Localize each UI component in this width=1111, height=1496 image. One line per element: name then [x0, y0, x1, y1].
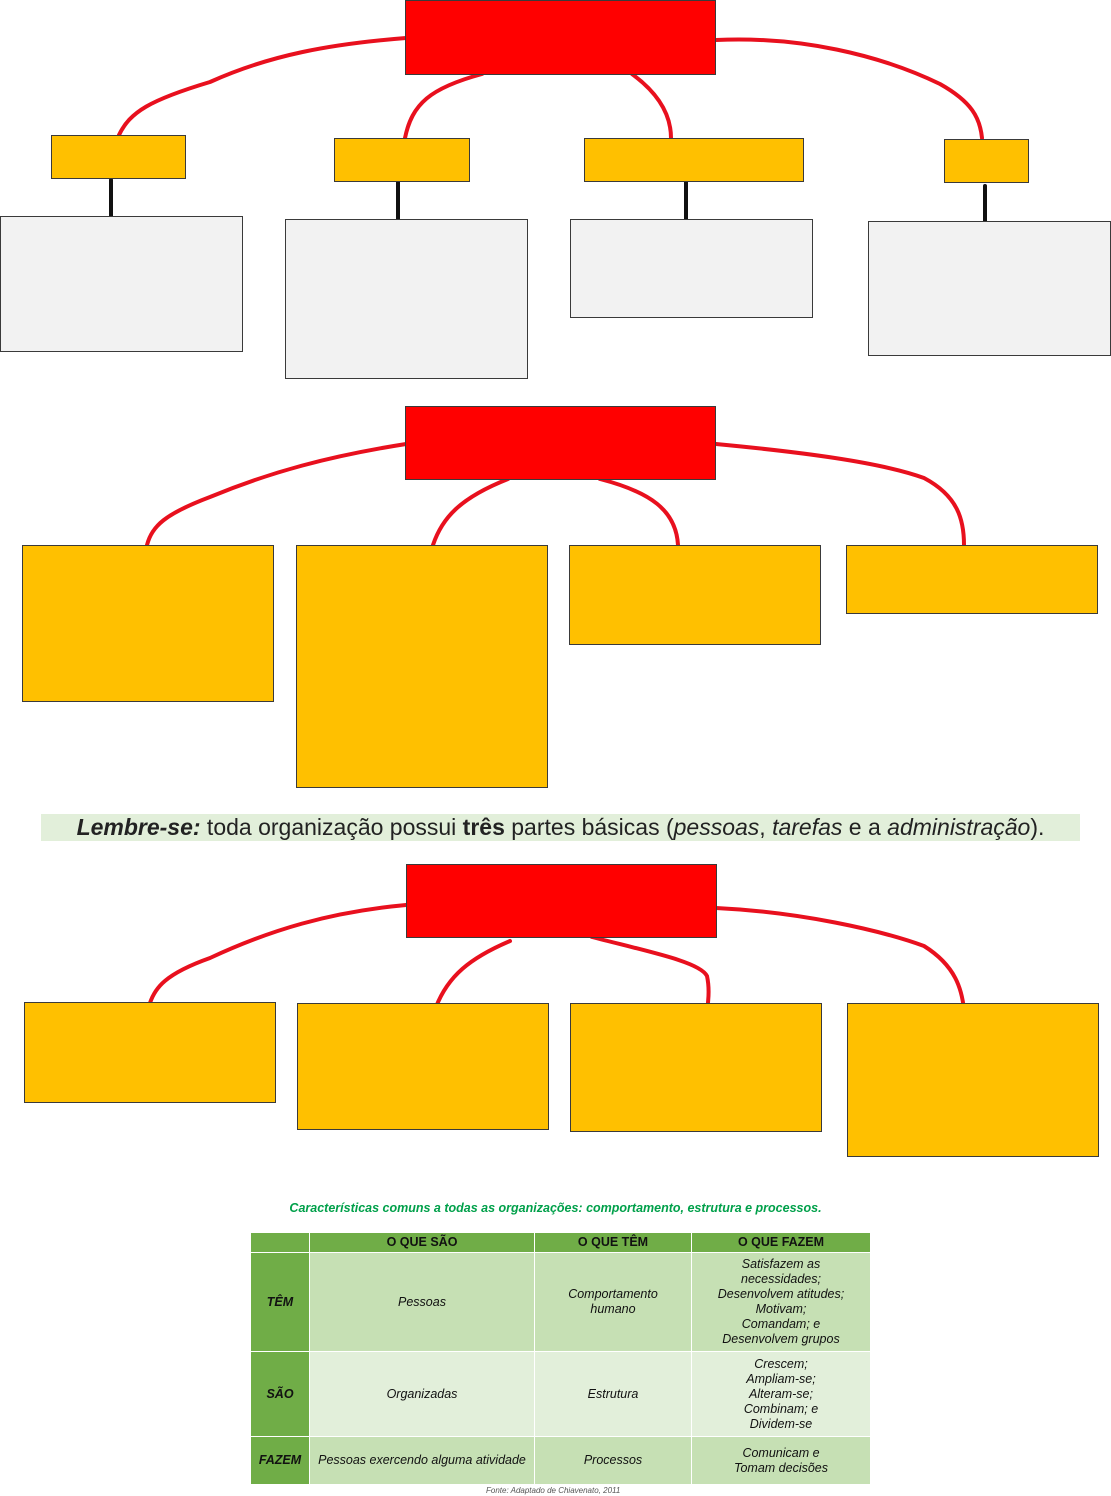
- reminder-text: ,: [759, 814, 773, 840]
- cell-line: Combinam; e: [743, 1401, 819, 1416]
- table-cell: Pessoas exercendo alguma atividade: [309, 1436, 535, 1485]
- connector-red: [403, 72, 484, 140]
- diagram-2-branch-box: [846, 545, 1098, 614]
- cell-line: Estrutura: [587, 1386, 639, 1401]
- reminder-text: e a: [842, 814, 888, 840]
- row-label: SÃO: [250, 1351, 310, 1437]
- table-cell: Satisfazem as necessidades; Desenvolvem …: [691, 1252, 871, 1352]
- diagram-3-branch-box: [24, 1002, 276, 1103]
- cell-line: Dividem-se: [749, 1416, 813, 1431]
- connector-red: [714, 37, 984, 140]
- reminder-item: administração: [887, 814, 1031, 840]
- diagram-3-branch-box: [297, 1003, 549, 1130]
- table-cell: Comunicam e Tomam decisões: [691, 1436, 871, 1485]
- diagram-3-root-box: [406, 864, 717, 938]
- cell-line: humano: [590, 1302, 636, 1316]
- cell-line: necessidades;: [741, 1272, 821, 1286]
- connector-red: [145, 442, 408, 547]
- diagram-1-detail-box: [570, 219, 813, 318]
- cell-line: Comportamento: [568, 1287, 658, 1301]
- diagram-1-branch-box: [584, 138, 804, 182]
- connector-red: [630, 72, 673, 140]
- diagram-2-branch-box: [296, 545, 548, 788]
- table-cell: Comportamento humano: [534, 1252, 692, 1352]
- diagram-1-root-box: [405, 0, 716, 75]
- reminder-text: toda organização possui: [200, 814, 463, 840]
- table-cell: Processos: [534, 1436, 692, 1485]
- cell-line: Tomam decisões: [733, 1460, 829, 1475]
- table-row: SÃO Organizadas Estrutura Crescem; Ampli…: [250, 1351, 871, 1437]
- cell-line: Desenvolvem grupos: [722, 1332, 840, 1346]
- table-cell: Crescem; Ampliam-se; Alteram-se; Combina…: [691, 1351, 871, 1437]
- table-cell: Organizadas: [309, 1351, 535, 1437]
- cell-line: Motivam;: [755, 1302, 807, 1316]
- table-row: TÊM Pessoas Comportamento humano Satisfa…: [250, 1252, 871, 1352]
- diagram-2-branch-box: [22, 545, 274, 702]
- cell-line: Comandam; e: [741, 1317, 821, 1331]
- diagram-1-detail-box: [285, 219, 528, 379]
- cell-line: Comunicam e: [742, 1445, 820, 1460]
- cell-line: Processos: [583, 1453, 643, 1467]
- table-cell: Pessoas: [309, 1252, 535, 1352]
- connector-red: [434, 939, 512, 1009]
- source-note: Fonte: Adaptado de Chiavenato, 2011: [486, 1486, 621, 1495]
- cell-line: Crescem;: [754, 1356, 808, 1371]
- row-label: TÊM: [250, 1252, 310, 1352]
- table-header-cell: O QUE SÃO: [309, 1232, 535, 1253]
- diagram-1-detail-box: [0, 216, 243, 352]
- connector-red: [598, 477, 680, 547]
- diagram-1-branch-box: [51, 135, 186, 179]
- connector-red: [590, 935, 711, 1005]
- connector-red: [148, 903, 408, 1005]
- table-header-cell: O QUE FAZEM: [691, 1232, 871, 1253]
- table-cell: Estrutura: [534, 1351, 692, 1437]
- diagram-1-detail-box: [868, 221, 1111, 356]
- reminder-item: tarefas: [772, 814, 843, 840]
- diagram-3-branch-box: [847, 1003, 1099, 1157]
- table-caption: Características comuns a todas as organi…: [289, 1201, 822, 1215]
- table-header-row: O QUE SÃO O QUE TÊM O QUE FAZEM: [250, 1232, 871, 1253]
- reminder-emphasis: três: [462, 814, 505, 840]
- reminder-text: partes básicas (: [504, 814, 674, 840]
- row-label: FAZEM: [250, 1436, 310, 1485]
- connector-red: [714, 906, 966, 1012]
- connector-red: [117, 36, 408, 137]
- table-row: FAZEM Pessoas exercendo alguma atividade…: [250, 1436, 871, 1485]
- cell-line: Ampliam-se;: [746, 1371, 816, 1386]
- table-header-cell: O QUE TÊM: [534, 1232, 692, 1253]
- diagram-2-branch-box: [569, 545, 821, 645]
- connector-red: [714, 442, 966, 547]
- reminder-lead: Lembre-se:: [76, 814, 201, 840]
- connector-red: [431, 477, 510, 547]
- diagram-1-branch-box: [944, 139, 1029, 183]
- diagram-1-branch-box: [334, 138, 470, 182]
- reminder-text: ).: [1030, 814, 1045, 840]
- cell-line: Desenvolvem atitudes;: [717, 1287, 845, 1301]
- characteristics-table: O QUE SÃO O QUE TÊM O QUE FAZEM TÊM Pess…: [250, 1232, 871, 1485]
- table-header-cell: [250, 1232, 310, 1253]
- cell-line: Satisfazem as: [741, 1257, 821, 1271]
- reminder-banner: Lembre-se: toda organização possui três …: [41, 814, 1080, 841]
- cell-line: Alteram-se;: [749, 1386, 813, 1401]
- diagram-2-root-box: [405, 406, 716, 480]
- reminder-item: pessoas: [673, 814, 760, 840]
- diagram-3-branch-box: [570, 1003, 822, 1132]
